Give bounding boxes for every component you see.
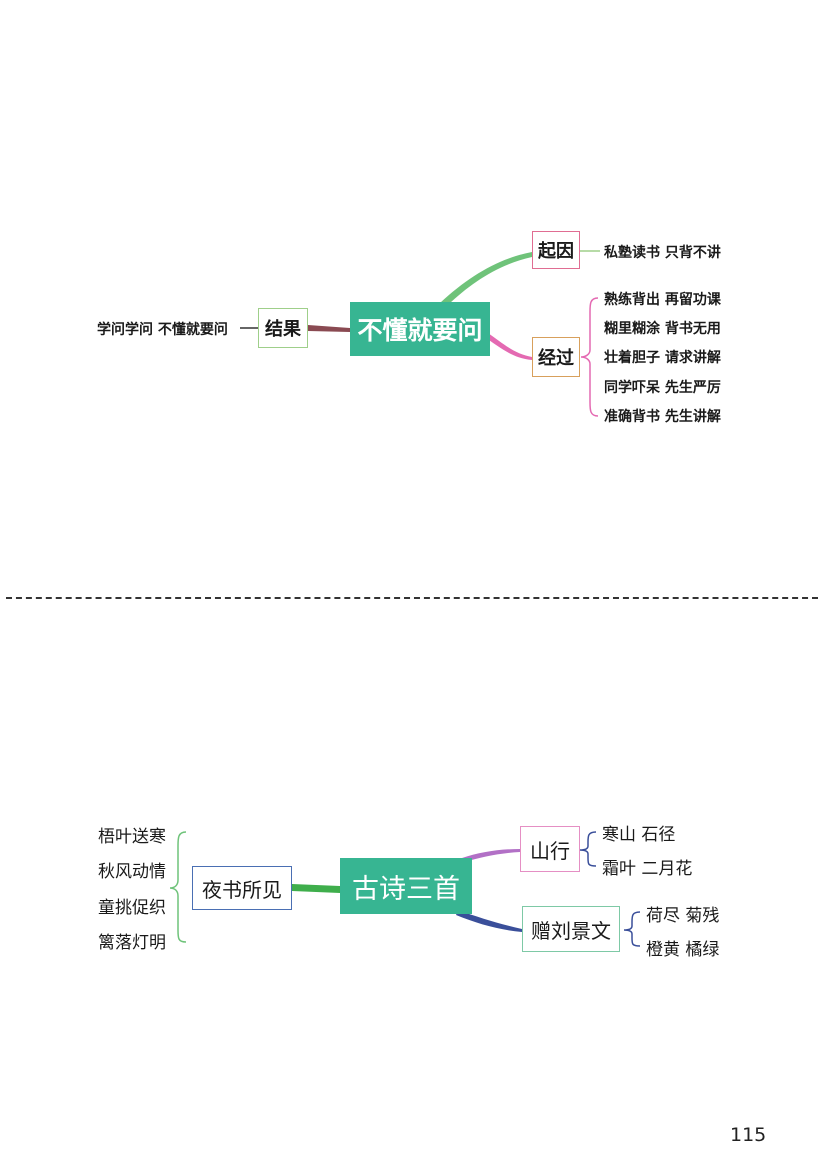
leaf-process-1: 熟练背出 再留功课 [604, 292, 721, 308]
branch-result-label: 结果 [265, 319, 301, 340]
connector-central-cause [440, 252, 532, 305]
connector-central-result [308, 325, 350, 332]
leaf-poem3-2: 橙黄 橘绿 [646, 940, 720, 960]
branch-poem1-label: 夜书所见 [202, 877, 282, 902]
central-node-map1: 不懂就要问 [350, 302, 490, 356]
branch-cause-label: 起因 [538, 241, 574, 262]
branch-poem2-label: 山行 [530, 838, 570, 863]
branch-poem3: 赠刘景文 [522, 906, 620, 952]
brace-process [580, 297, 599, 417]
leaf-cause: 私塾读书 只背不讲 [604, 245, 721, 261]
leaf-poem1-1: 梧叶送寒 [98, 827, 166, 847]
brace-poem1 [169, 831, 187, 943]
page-number: 115 [730, 1124, 767, 1146]
branch-poem3-label: 赠刘景文 [531, 918, 611, 943]
section-divider [6, 597, 818, 599]
branch-process-label: 经过 [538, 348, 574, 369]
branch-poem1: 夜书所见 [192, 866, 292, 910]
connector-central-poem3 [456, 910, 522, 932]
leaf-poem2-1: 寒山 石径 [602, 825, 676, 845]
leaf-process-3: 壮着胆子 请求讲解 [604, 350, 721, 366]
leaf-result: 学问学问 不懂就要问 [97, 322, 228, 338]
connector-central-poem2 [462, 849, 520, 862]
branch-cause: 起因 [532, 231, 580, 269]
leaf-poem1-2: 秋风动情 [98, 862, 166, 882]
leaf-process-5: 准确背书 先生讲解 [604, 409, 721, 425]
central-label-map2: 古诗三首 [352, 873, 460, 905]
central-label: 不懂就要问 [357, 316, 483, 345]
leaf-process-2: 糊里糊涂 背书无用 [604, 321, 721, 337]
branch-result: 结果 [258, 308, 308, 348]
branch-poem2: 山行 [520, 826, 580, 872]
leaf-poem1-3: 童挑促织 [98, 898, 166, 918]
brace-poem3 [623, 911, 641, 947]
leaf-poem2-2: 霜叶 二月花 [602, 859, 693, 879]
leaf-poem1-4: 篱落灯明 [98, 933, 166, 953]
branch-process: 经过 [532, 337, 580, 377]
connector-central-process [486, 333, 532, 360]
central-node-map2: 古诗三首 [340, 858, 472, 914]
leaf-process-4: 同学吓呆 先生严厉 [604, 380, 721, 396]
brace-poem2 [579, 831, 597, 867]
leaf-poem3-1: 荷尽 菊残 [646, 906, 720, 926]
connector-central-poem1 [292, 884, 340, 893]
